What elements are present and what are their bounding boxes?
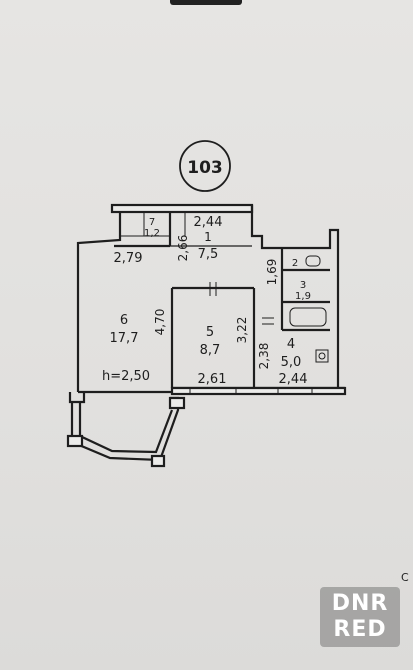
room-5-number: 5 (206, 325, 214, 340)
room-7-number: 7 (149, 217, 155, 228)
watermark-line-2: RED (333, 617, 387, 642)
bathtub-icon (289, 307, 327, 327)
detail-lines (120, 212, 329, 363)
room-3-number: 3 (300, 280, 306, 291)
room-4-number: 4 (287, 337, 295, 352)
dim-room6-height: 4,70 (153, 309, 167, 336)
dim-hall-height: 2,66 (176, 235, 190, 262)
corner-text: С (401, 571, 409, 584)
toilet-icon (305, 255, 321, 267)
room-7-area: 1,2 (144, 228, 160, 239)
ceiling-height: h=2,50 (102, 369, 150, 384)
sink-icon (315, 349, 329, 363)
room-1-area: 7,5 (198, 247, 219, 262)
plan-number-circle (179, 140, 231, 192)
plan-number: 103 (187, 158, 223, 178)
dim-room6-width: 2,79 (114, 251, 143, 266)
room-6-number: 6 (120, 313, 128, 328)
dim-kitchen-width: 2,44 (279, 372, 308, 387)
watermark-line-1: DNR (331, 591, 389, 616)
room-4-area: 5,0 (281, 355, 302, 370)
dim-room5-height: 3,22 (235, 317, 249, 344)
room-5-area: 8,7 (200, 343, 221, 358)
room-2-number: 2 (292, 258, 298, 269)
watermark: DNR RED (320, 587, 400, 647)
room-3-area: 1,9 (295, 291, 311, 302)
room-6-area: 17,7 (110, 331, 139, 346)
room-1-number: 1 (204, 230, 212, 244)
dim-top-width: 2,44 (194, 215, 223, 230)
walls (66, 203, 347, 468)
dim-room5-width: 2,61 (198, 372, 227, 387)
dim-bath-height: 1,69 (265, 259, 279, 286)
top-edge-bar (170, 0, 242, 5)
dim-kitchen-height: 2,38 (257, 343, 271, 370)
